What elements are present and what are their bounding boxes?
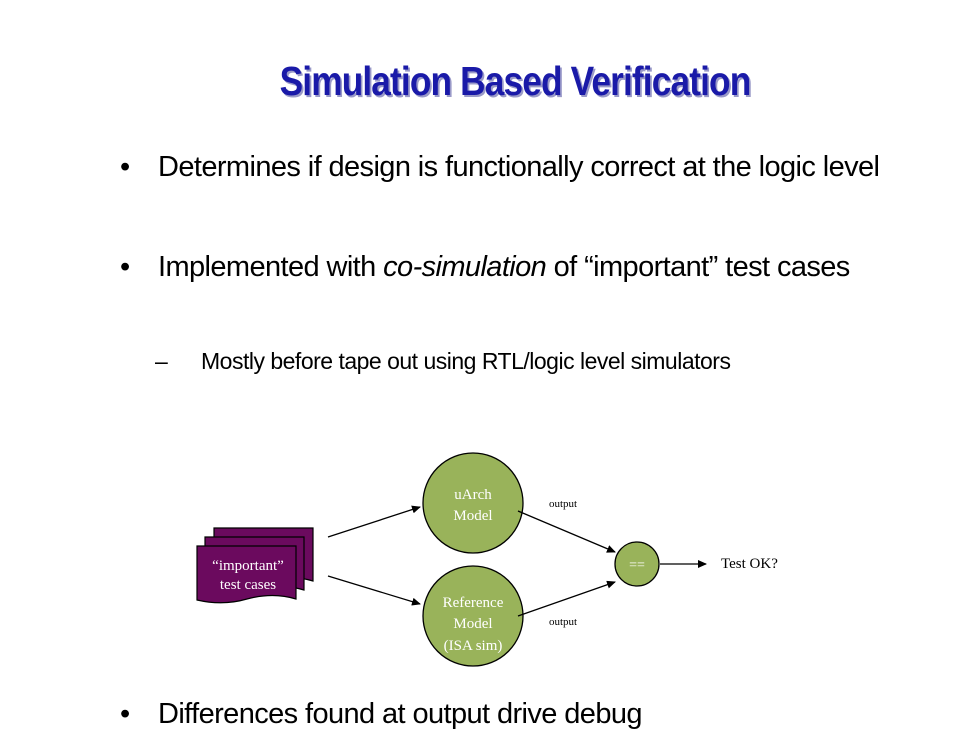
bullet-text-end: of “important” test cases [546,251,851,283]
test-cases-label-line2: test cases [220,577,276,593]
bullet-text-start: Implemented with [158,251,384,283]
bullet-text-emphasis: co-simulation [383,251,547,283]
bullet-marker: • [120,698,130,730]
arrow-reference-output [517,580,616,617]
compare-node [614,541,660,587]
arrow-uarch-output [517,510,616,553]
sub-bullet-tape-out: – Mostly before tape out using RTL/logic… [155,346,915,376]
uarch-model-label-line2: Model [453,508,492,524]
arrow-to-uarch [327,505,421,538]
bullet-marker: • [120,151,130,183]
test-cases-stack-icon [196,527,314,604]
bullet-text: Determines if design is functionally cor… [158,151,880,183]
uarch-model-label-line1: uArch [454,487,492,503]
sub-bullet-text: Mostly before tape out using RTL/logic l… [201,348,731,374]
compare-label: == [629,558,645,573]
bullet-functional-correctness: • Determines if design is functionally c… [120,147,900,187]
reference-model-node [422,565,524,667]
reference-model-label-line1: Reference [443,595,504,611]
test-cases-label-line1: “important” [212,558,284,574]
output-label-top: output [549,498,577,510]
sub-bullet-marker: – [155,348,168,374]
result-label: Test OK? [721,556,778,572]
bullet-co-simulation: • Implemented with co-simulation of “imp… [120,247,900,287]
reference-model-label-line3: (ISA sim) [444,638,503,654]
bullet-text: Differences found at output drive debug [158,698,643,730]
arrow-to-reference [327,575,421,606]
bullet-marker: • [120,251,130,283]
reference-model-label-line2: Model [453,616,492,632]
bullet-differences: • Differences found at output drive debu… [120,694,900,734]
slide-title: Simulation Based Verification [279,58,752,104]
output-label-bottom: output [549,616,577,628]
uarch-model-node [422,452,524,554]
